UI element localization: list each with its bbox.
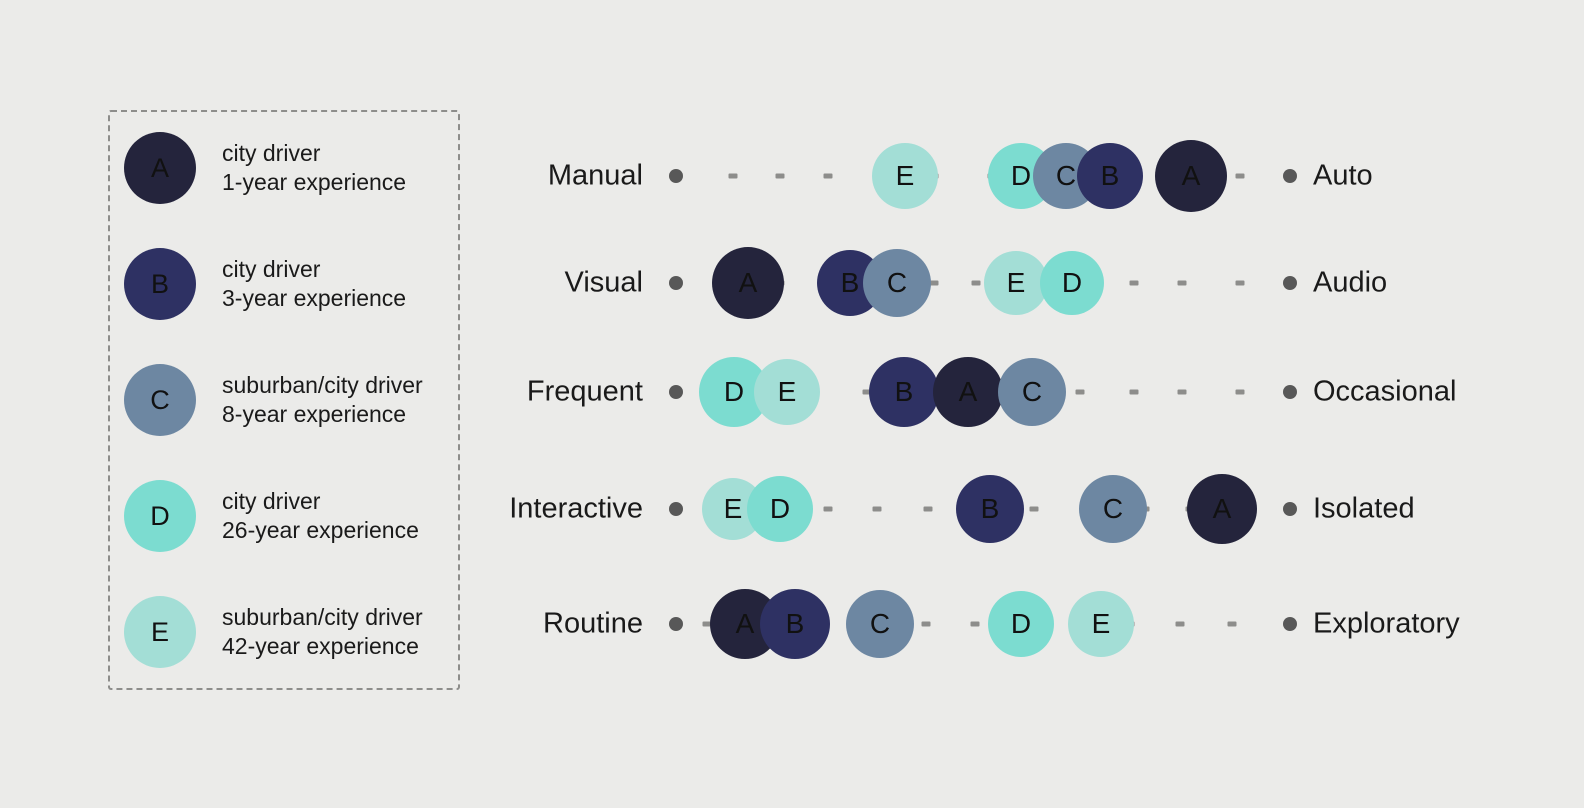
data-point-d: D (1040, 251, 1104, 315)
legend-marker-d: D (124, 480, 196, 552)
scale-tick-3 (823, 173, 833, 179)
legend-driver-type: city driver (222, 256, 321, 283)
scale-tick-4 (872, 506, 882, 512)
scale-tick-3 (823, 506, 833, 512)
scale-tick-11 (1235, 389, 1245, 395)
data-point-c: C (1079, 475, 1147, 543)
legend-experience: 26-year experience (222, 517, 419, 543)
legend-driver-type: suburban/city driver (222, 604, 423, 631)
scale-right-endpoint-dot (1283, 169, 1297, 183)
scale-left-endpoint-dot (669, 385, 683, 399)
data-point-b: B (956, 475, 1024, 543)
data-point-e: E (1068, 591, 1134, 657)
data-point-a: A (1187, 474, 1257, 544)
scale-left-endpoint-dot (669, 169, 683, 183)
scale-right-pole-label: Isolated (1313, 492, 1415, 525)
data-point-e: E (754, 359, 820, 425)
legend-experience: 3-year experience (222, 285, 407, 311)
scale-right-pole-label: Exploratory (1313, 607, 1460, 640)
scale-tick-6 (971, 280, 981, 286)
data-point-c: C (998, 358, 1066, 426)
scale-tick-7 (1029, 506, 1039, 512)
scale-right-endpoint-dot (1283, 276, 1297, 290)
data-point-e: E (984, 251, 1048, 315)
scale-tick-11 (1235, 173, 1245, 179)
legend-experience: 1-year experience (222, 169, 407, 195)
scale-right-endpoint-dot (1283, 385, 1297, 399)
scale-tick-1 (728, 173, 738, 179)
scale-right-endpoint-dot (1283, 617, 1297, 631)
legend-marker-e: E (124, 596, 196, 668)
data-point-d: D (988, 591, 1054, 657)
scale-tick-8 (1075, 389, 1085, 395)
data-point-b: B (1077, 143, 1143, 209)
scale-right-pole-label: Auto (1313, 159, 1373, 192)
scale-tick-6 (970, 621, 980, 627)
data-point-c: C (863, 249, 931, 317)
legend-marker-b: B (124, 248, 196, 320)
scale-left-pole-label: Interactive (509, 492, 643, 525)
scale-tick-4 (862, 389, 872, 395)
scale-tick-9 (1129, 389, 1139, 395)
scale-tick-10 (1177, 389, 1187, 395)
scale-left-endpoint-dot (669, 617, 683, 631)
scale-tick-10 (1175, 621, 1185, 627)
scale-tick-1 (702, 621, 712, 627)
scale-left-pole-label: Routine (543, 607, 643, 640)
scale-right-endpoint-dot (1283, 502, 1297, 516)
data-point-b: B (869, 357, 939, 427)
data-point-e: E (872, 143, 938, 209)
data-point-b: B (760, 589, 830, 659)
scale-tick-5 (923, 506, 933, 512)
data-point-c: C (846, 590, 914, 658)
scale-left-pole-label: Frequent (526, 375, 643, 408)
scale-tick-11 (1227, 621, 1237, 627)
data-point-a: A (1155, 140, 1227, 212)
legend-marker-c: C (124, 364, 196, 436)
scale-left-pole-label: Visual (564, 266, 643, 299)
legend-marker-a: A (124, 132, 196, 204)
scale-tick-9 (1129, 280, 1139, 286)
scale-left-pole-label: Manual (547, 159, 643, 192)
scale-tick-5 (929, 280, 939, 286)
scale-right-pole-label: Occasional (1313, 375, 1457, 408)
data-point-a: A (712, 247, 784, 319)
scale-right-pole-label: Audio (1313, 266, 1388, 299)
legend-driver-type: city driver (222, 488, 321, 515)
scale-left-endpoint-dot (669, 276, 683, 290)
legend-driver-type: city driver (222, 140, 321, 167)
scale-tick-10 (1177, 280, 1187, 286)
legend-experience: 42-year experience (222, 633, 419, 659)
legend-driver-type: suburban/city driver (222, 372, 423, 399)
scale-left-endpoint-dot (669, 502, 683, 516)
scale-tick-2 (775, 173, 785, 179)
scale-tick-11 (1235, 280, 1245, 286)
data-point-d: D (747, 476, 813, 542)
data-point-a: A (933, 357, 1003, 427)
scale-tick-5 (921, 621, 931, 627)
legend-experience: 8-year experience (222, 401, 407, 427)
